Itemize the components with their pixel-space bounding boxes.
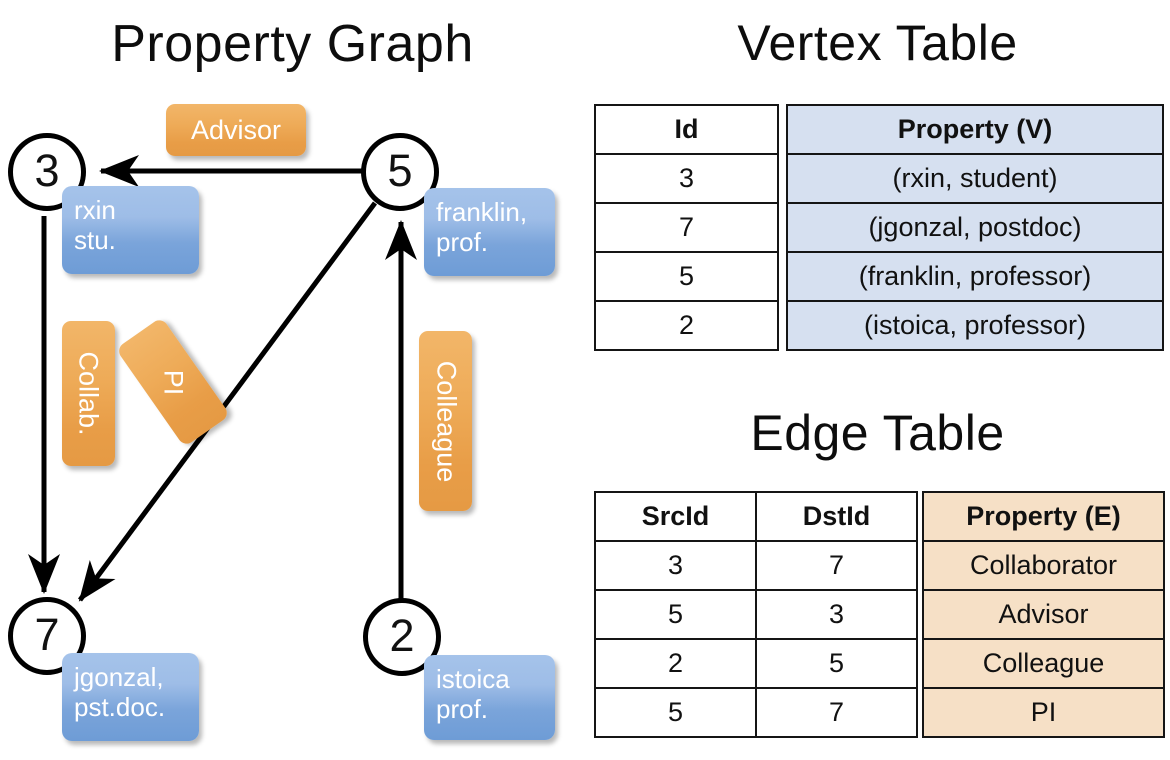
property-graph-panel: Property Graph 3 5 7 2 rxin stu. frankli… — [8, 15, 555, 741]
table-header-row: Id — [594, 104, 779, 155]
node-2[interactable]: 2 — [363, 598, 441, 676]
table-row[interactable]: (franklin, professor) — [786, 251, 1164, 302]
edge-table-title: Edge Table — [750, 405, 1005, 461]
table-row[interactable]: (rxin, student) — [786, 153, 1164, 204]
node-property-rxin: rxin stu. — [62, 186, 199, 274]
table-row[interactable]: (jgonzal, postdoc) — [786, 202, 1164, 253]
edge-table-header-dstid: DstId — [755, 491, 918, 542]
table-row[interactable]: 5 3 — [594, 589, 918, 640]
table-header-row: Property (E) — [922, 491, 1165, 542]
table-row[interactable]: 5 — [594, 251, 779, 302]
edge-dst-cell: 5 — [755, 638, 918, 689]
edge-src-cell: 3 — [594, 540, 757, 591]
table-row[interactable]: 5 7 — [594, 687, 918, 738]
vertex-property-cell: (istoica, professor) — [786, 300, 1164, 351]
edge-property-cell: Collaborator — [922, 540, 1165, 591]
edge-5-to-7 — [77, 201, 378, 602]
table-row[interactable]: Collaborator — [922, 540, 1165, 591]
vertex-property-cell: (jgonzal, postdoc) — [786, 202, 1164, 253]
edge-label-collab: Collab. — [62, 321, 115, 466]
edge-label-advisor-text: Advisor — [190, 114, 282, 145]
table-row[interactable]: 2 5 — [594, 638, 918, 689]
edge-dst-cell: 7 — [755, 687, 918, 738]
edge-label-colleague-text: Colleague — [431, 360, 461, 482]
table-row[interactable]: Colleague — [922, 638, 1165, 689]
vertex-table-id-column: Id 3 7 5 2 — [594, 104, 779, 351]
vertex-table-title: Vertex Table — [737, 15, 1018, 71]
edge-label-colleague: Colleague — [419, 331, 472, 511]
vertex-table-header-id: Id — [594, 104, 779, 155]
edge-label-advisor: Advisor — [166, 104, 306, 156]
edge-property-cell: Colleague — [922, 638, 1165, 689]
property-graph-title: Property Graph — [111, 15, 474, 73]
table-header-row: SrcId DstId — [594, 491, 918, 542]
vertex-id-cell: 2 — [594, 300, 779, 351]
edge-src-cell: 5 — [594, 589, 757, 640]
edge-dst-cell: 3 — [755, 589, 918, 640]
node-5[interactable]: 5 — [361, 133, 439, 211]
node-property-istoica: istoica prof. — [424, 655, 555, 740]
edge-label-pi-text: PI — [158, 369, 189, 395]
table-row[interactable]: PI — [922, 687, 1165, 738]
table-row[interactable]: 2 — [594, 300, 779, 351]
vertex-id-cell: 3 — [594, 153, 779, 204]
edge-label-collab-text: Collab. — [74, 351, 105, 436]
edge-table-header-srcid: SrcId — [594, 491, 757, 542]
edge-property-cell: PI — [922, 687, 1165, 738]
edge-src-cell: 5 — [594, 687, 757, 738]
vertex-table-header-property: Property (V) — [786, 104, 1164, 155]
table-row[interactable]: 3 — [594, 153, 779, 204]
graph-edges-svg — [28, 155, 417, 604]
table-row[interactable]: 3 7 — [594, 540, 918, 591]
edge-property-cell: Advisor — [922, 589, 1165, 640]
table-row[interactable]: Advisor — [922, 589, 1165, 640]
table-row[interactable]: (istoica, professor) — [786, 300, 1164, 351]
edge-table-header-property: Property (E) — [922, 491, 1165, 542]
vertex-id-cell: 7 — [594, 202, 779, 253]
edge-src-cell: 2 — [594, 638, 757, 689]
vertex-property-cell: (franklin, professor) — [786, 251, 1164, 302]
node-property-jgonzal: jgonzal, pst.doc. — [62, 653, 199, 741]
edge-table-property-column: Property (E) Collaborator Advisor Collea… — [922, 491, 1165, 738]
vertex-id-cell: 5 — [594, 251, 779, 302]
vertex-property-cell: (rxin, student) — [786, 153, 1164, 204]
edge-table-src-dst-columns: SrcId DstId 3 7 5 3 2 5 5 7 — [594, 491, 918, 738]
edge-dst-cell: 7 — [755, 540, 918, 591]
vertex-table-property-column: Property (V) (rxin, student) (jgonzal, p… — [786, 104, 1164, 351]
table-header-row: Property (V) — [786, 104, 1164, 155]
table-row[interactable]: 7 — [594, 202, 779, 253]
node-property-franklin: franklin, prof. — [424, 188, 555, 276]
